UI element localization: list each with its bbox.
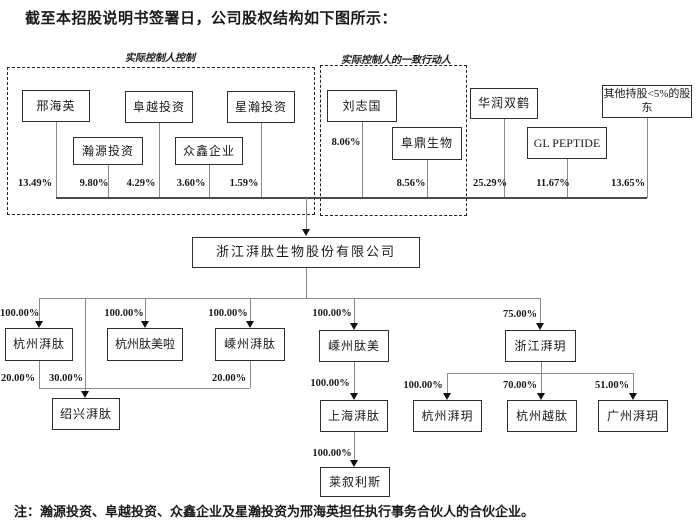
- edge-line: [647, 118, 648, 198]
- edge-line: [362, 122, 363, 198]
- group-label-controller: 实际控制人控制: [125, 53, 195, 64]
- pct-label-shengzhou-taimei: 100.00%: [312, 308, 352, 319]
- edge-line: [56, 122, 57, 198]
- entity-box-shanghai-paitai: 上海湃肽: [320, 400, 388, 432]
- edge-line: [250, 361, 251, 388]
- edge-line: [39, 388, 250, 389]
- edge-line: [354, 298, 355, 323]
- pct-label-fuyue: 4.29%: [126, 178, 156, 189]
- group-label-concert: 实际控制人的一致行动人: [341, 55, 451, 66]
- pct-label-zhongxin: 3.60%: [176, 178, 206, 189]
- pct-label-hanyuan: 9.80%: [79, 178, 109, 189]
- pct-label-gl-peptide: 11.67%: [536, 178, 570, 189]
- pct-label-shaoxing-from-shengzhou: 20.00%: [211, 373, 247, 384]
- arrow-down-icon: [141, 321, 149, 328]
- pct-label-guangzhou-paiyue: 51.00%: [594, 380, 630, 391]
- edge-line: [567, 159, 568, 198]
- entity-box-xinghaiying: 邢海英: [22, 90, 90, 122]
- edge-line: [447, 373, 633, 374]
- arrow-down-icon: [35, 321, 43, 328]
- edge-line: [209, 165, 210, 198]
- entity-box-hangzhou-paitai: 杭州湃肽: [5, 328, 73, 361]
- edge-line: [354, 362, 355, 393]
- arrow-down-icon: [443, 393, 451, 400]
- arrow-down-icon: [350, 393, 358, 400]
- edge-line: [39, 361, 40, 388]
- footnote: 注：瀚源投资、阜越投资、众鑫企业及星瀚投资为邢海英担任执行事务合伙人的合伙企业。: [14, 504, 535, 519]
- edge-line: [633, 373, 634, 393]
- controller-group-frame: [7, 67, 315, 215]
- pct-label-zhejiang-paiyue: 75.00%: [502, 309, 538, 320]
- pct-label-xinghan: 1.59%: [229, 178, 259, 189]
- pct-label-hangzhou-paitai: 100.00%: [0, 308, 40, 319]
- pct-label-taimeila: 100.00%: [104, 308, 144, 319]
- arrow-down-icon: [302, 229, 310, 236]
- edge-line: [250, 298, 251, 321]
- edge-line: [427, 160, 428, 198]
- edge-line: [108, 165, 109, 198]
- entity-box-shengzhou-taimei: 嵊州肽美: [319, 330, 389, 362]
- entity-box-fuding: 阜鼎生物: [392, 127, 462, 160]
- pct-label-laixulisi: 100.00%: [312, 448, 352, 459]
- edge-line: [85, 298, 86, 391]
- entity-box-shengzhou-paitai: 嵊州湃肽: [215, 328, 285, 361]
- entity-box-other-holders: 其他持股<5%的股东: [602, 85, 692, 118]
- edge-line: [541, 362, 542, 373]
- edge-line: [540, 298, 541, 323]
- arrow-down-icon: [350, 460, 358, 467]
- edge-line: [541, 373, 542, 393]
- edge-line: [306, 268, 307, 298]
- entity-box-xinghan: 星瀚投资: [227, 91, 295, 123]
- entity-box-guangzhou-paiyue: 广州湃玥: [598, 400, 668, 432]
- pct-label-xinghaiying: 13.49%: [17, 178, 53, 189]
- page-title: 截至本招股说明书签署日，公司股权结构如下图所示：: [25, 11, 398, 27]
- edge-line: [145, 298, 146, 321]
- pct-label-shaoxing-from-company: 30.00%: [48, 373, 84, 384]
- arrow-down-icon: [350, 323, 358, 330]
- edge-line: [159, 123, 160, 198]
- shareholder-bus-line: [56, 197, 647, 199]
- entity-box-zhejiang-paiyue: 浙江湃玥: [505, 330, 576, 362]
- arrow-down-icon: [629, 393, 637, 400]
- pct-label-other-holders: 13.65%: [610, 178, 646, 189]
- edge-line: [39, 298, 40, 321]
- arrow-down-icon: [536, 323, 544, 330]
- edge-line: [504, 119, 505, 198]
- pct-label-huarun: 25.29%: [472, 178, 508, 189]
- pct-label-fuding: 8.56%: [396, 178, 426, 189]
- entity-box-zhongxin: 众鑫企业: [175, 137, 243, 165]
- pct-label-shanghai-paitai: 100.00%: [310, 378, 350, 389]
- entity-box-liuzhiguo: 刘志国: [327, 90, 397, 122]
- entity-box-gl-peptide: GL PEPTIDE: [527, 127, 607, 159]
- pct-label-shengzhou-paitai: 100.00%: [208, 308, 248, 319]
- edge-line: [447, 373, 448, 393]
- arrow-down-icon: [537, 393, 545, 400]
- entity-box-laixulisi: 莱叙利斯: [320, 467, 390, 497]
- edge-line: [306, 198, 307, 229]
- pct-label-liuzhiguo: 8.06%: [331, 137, 361, 148]
- concert-group-frame: [320, 65, 467, 216]
- entity-box-huarun: 华润双鹤: [470, 88, 538, 119]
- entity-box-hangzhou-paiyue: 杭州湃玥: [413, 400, 482, 432]
- entity-box-hanyuan: 瀚源投资: [73, 137, 143, 165]
- entity-box-fuyue: 阜越投资: [125, 91, 193, 123]
- entity-box-taimeila: 杭州肽美啦: [107, 328, 183, 361]
- pct-label-shaoxing-from-hangzhou: 20.00%: [0, 373, 36, 384]
- edge-line: [261, 123, 262, 198]
- subsidiary-bus-line: [39, 298, 541, 299]
- arrow-down-icon: [246, 321, 254, 328]
- pct-label-hangzhou-paiyue: 100.00%: [403, 380, 443, 391]
- arrow-down-icon: [81, 391, 89, 398]
- pct-label-hangzhou-yuetai: 70.00%: [502, 380, 538, 391]
- edge-line: [354, 432, 355, 460]
- entity-box-hangzhou-yuetai: 杭州越肽: [507, 400, 577, 432]
- entity-box-company: 浙江湃肽生物股份有限公司: [192, 237, 420, 268]
- entity-box-shaoxing-paitai: 绍兴湃肽: [52, 398, 120, 430]
